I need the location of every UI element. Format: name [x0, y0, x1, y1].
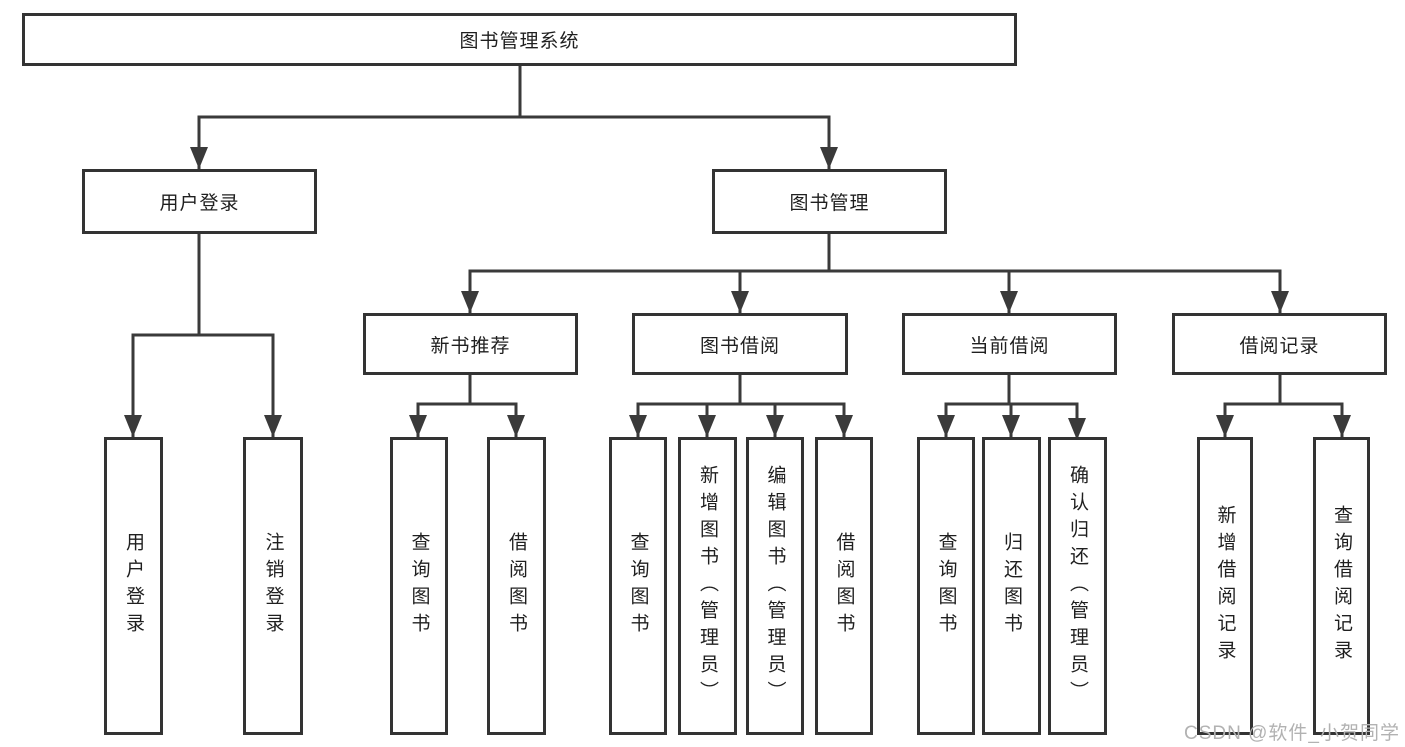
node-label: 确认归还（管理员） — [1067, 464, 1088, 708]
node-library-management-system: 图书管理系统 — [22, 13, 1017, 66]
node-user-login: 用户登录 — [82, 169, 317, 234]
node-label: 查询图书 — [935, 532, 957, 640]
node-label: 当前借阅 — [969, 335, 1050, 357]
node-label: 归还图书 — [1001, 532, 1022, 640]
connector-borrowing-records-branch — [1216, 375, 1351, 437]
node-new-book-recommendation: 新书推荐 — [363, 313, 578, 375]
node-label: 查询图书 — [408, 532, 430, 640]
leaf-node-add-borrow-record: 新增借阅记录 — [1197, 437, 1253, 735]
node-label: 借阅图书 — [833, 532, 855, 640]
leaf-node-query-books-borrowing: 查询图书 — [609, 437, 667, 735]
leaf-node-user-login: 用户登录 — [104, 437, 163, 735]
node-label: 用户登录 — [159, 193, 240, 214]
leaf-node-query-books-recommend: 查询图书 — [390, 437, 448, 735]
node-book-management: 图书管理 — [712, 169, 947, 234]
node-borrowing-records: 借阅记录 — [1172, 313, 1387, 375]
node-label: 图书管理 — [789, 193, 870, 214]
node-current-borrowing: 当前借阅 — [902, 313, 1117, 375]
leaf-node-edit-books-admin: 编辑图书（管理员） — [746, 437, 804, 735]
node-label: 新增借阅记录 — [1214, 505, 1236, 667]
leaf-node-confirm-return-admin: 确认归还（管理员） — [1048, 437, 1107, 735]
node-label: 借阅图书 — [506, 532, 527, 640]
leaf-node-add-books-admin: 新增图书（管理员） — [678, 437, 737, 735]
node-label: 图书借阅 — [699, 335, 780, 357]
node-label: 借阅记录 — [1239, 335, 1320, 357]
connector-book-borrowing-branch — [629, 375, 853, 437]
leaf-node-logout: 注销登录 — [243, 437, 303, 735]
leaf-node-borrow-books: 借阅图书 — [815, 437, 873, 735]
connector-root-branch — [190, 66, 838, 169]
leaf-node-query-books-current: 查询图书 — [917, 437, 975, 735]
node-label: 用户登录 — [123, 532, 144, 640]
node-label: 查询图书 — [627, 532, 649, 640]
node-label: 查询借阅记录 — [1331, 505, 1352, 667]
leaf-node-borrow-books-recommend: 借阅图书 — [487, 437, 546, 735]
csdn-watermark: CSDN @软件_小贺同学 — [1184, 723, 1400, 744]
node-label: 新书推荐 — [430, 335, 511, 357]
connector-user-login-branch — [124, 234, 282, 437]
node-label: 编辑图书（管理员） — [764, 464, 786, 708]
connector-new-book-branch — [409, 375, 525, 437]
node-label: 图书管理系统 — [459, 31, 580, 52]
leaf-node-query-borrow-record: 查询借阅记录 — [1313, 437, 1370, 735]
connector-book-management-branch — [461, 234, 1289, 313]
node-label: 注销登录 — [262, 532, 284, 640]
node-book-borrowing: 图书借阅 — [632, 313, 848, 375]
leaf-node-return-books: 归还图书 — [982, 437, 1041, 735]
node-label: 新增图书（管理员） — [697, 464, 718, 708]
connector-current-borrowing-branch — [937, 375, 1086, 440]
